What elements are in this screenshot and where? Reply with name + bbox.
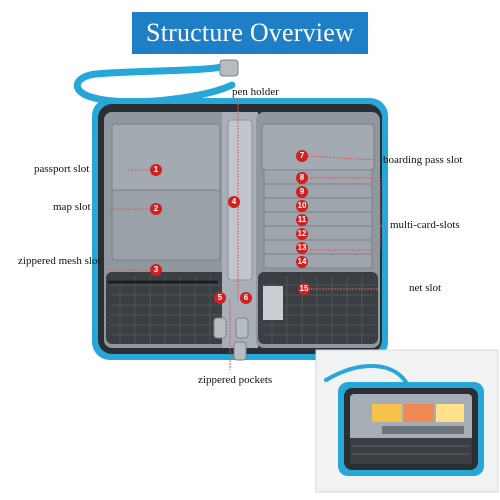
label-zippered-mesh-slot: zippered mesh slot <box>18 255 101 267</box>
boarding-slot-panel <box>261 123 375 171</box>
marker-10: 10 <box>296 200 308 212</box>
marker-3: 3 <box>150 264 162 276</box>
wrist-strap <box>73 62 236 106</box>
label-zippered-pockets: zippered pockets <box>198 374 273 386</box>
label-passport-slot: passport slot <box>34 163 90 175</box>
marker-5: 5 <box>214 292 226 304</box>
zipper-pull-right <box>235 317 249 339</box>
label-pen-holder: pen holder <box>232 86 279 98</box>
label-map-slot: map slot <box>53 201 91 213</box>
marker-9: 9 <box>296 186 308 198</box>
marker-2: 2 <box>150 203 162 215</box>
passport-slot-panel <box>111 123 221 201</box>
marker-11: 11 <box>296 214 308 226</box>
marker-13: 13 <box>296 242 308 254</box>
marker-6: 6 <box>240 292 252 304</box>
marker-4: 4 <box>228 196 240 208</box>
left-mesh <box>106 272 226 344</box>
marker-14: 14 <box>296 256 308 268</box>
map-slot-panel <box>111 189 221 261</box>
zipper-pull-bottom <box>233 341 247 361</box>
marker-12: 12 <box>296 228 308 240</box>
inset-strap <box>324 364 408 384</box>
page-title: Structure Overview <box>146 18 354 47</box>
right-mesh <box>258 272 378 344</box>
inset-cards <box>372 404 464 434</box>
inset-photo <box>315 349 499 493</box>
zipper-pull-left <box>213 317 227 339</box>
marker-15: 15 <box>298 283 310 295</box>
label-boarding-pass-slot: boarding pass slot <box>383 154 463 166</box>
strap-clip <box>219 59 239 77</box>
marker-1: 1 <box>150 164 162 176</box>
title-banner: Structure Overview <box>132 12 368 54</box>
marker-8: 8 <box>296 172 308 184</box>
label-multi-card-slots: multi-card-slots <box>390 219 460 231</box>
marker-7: 7 <box>296 150 308 162</box>
label-net-slot: net slot <box>409 282 442 294</box>
card-slot-stripes <box>263 169 373 269</box>
